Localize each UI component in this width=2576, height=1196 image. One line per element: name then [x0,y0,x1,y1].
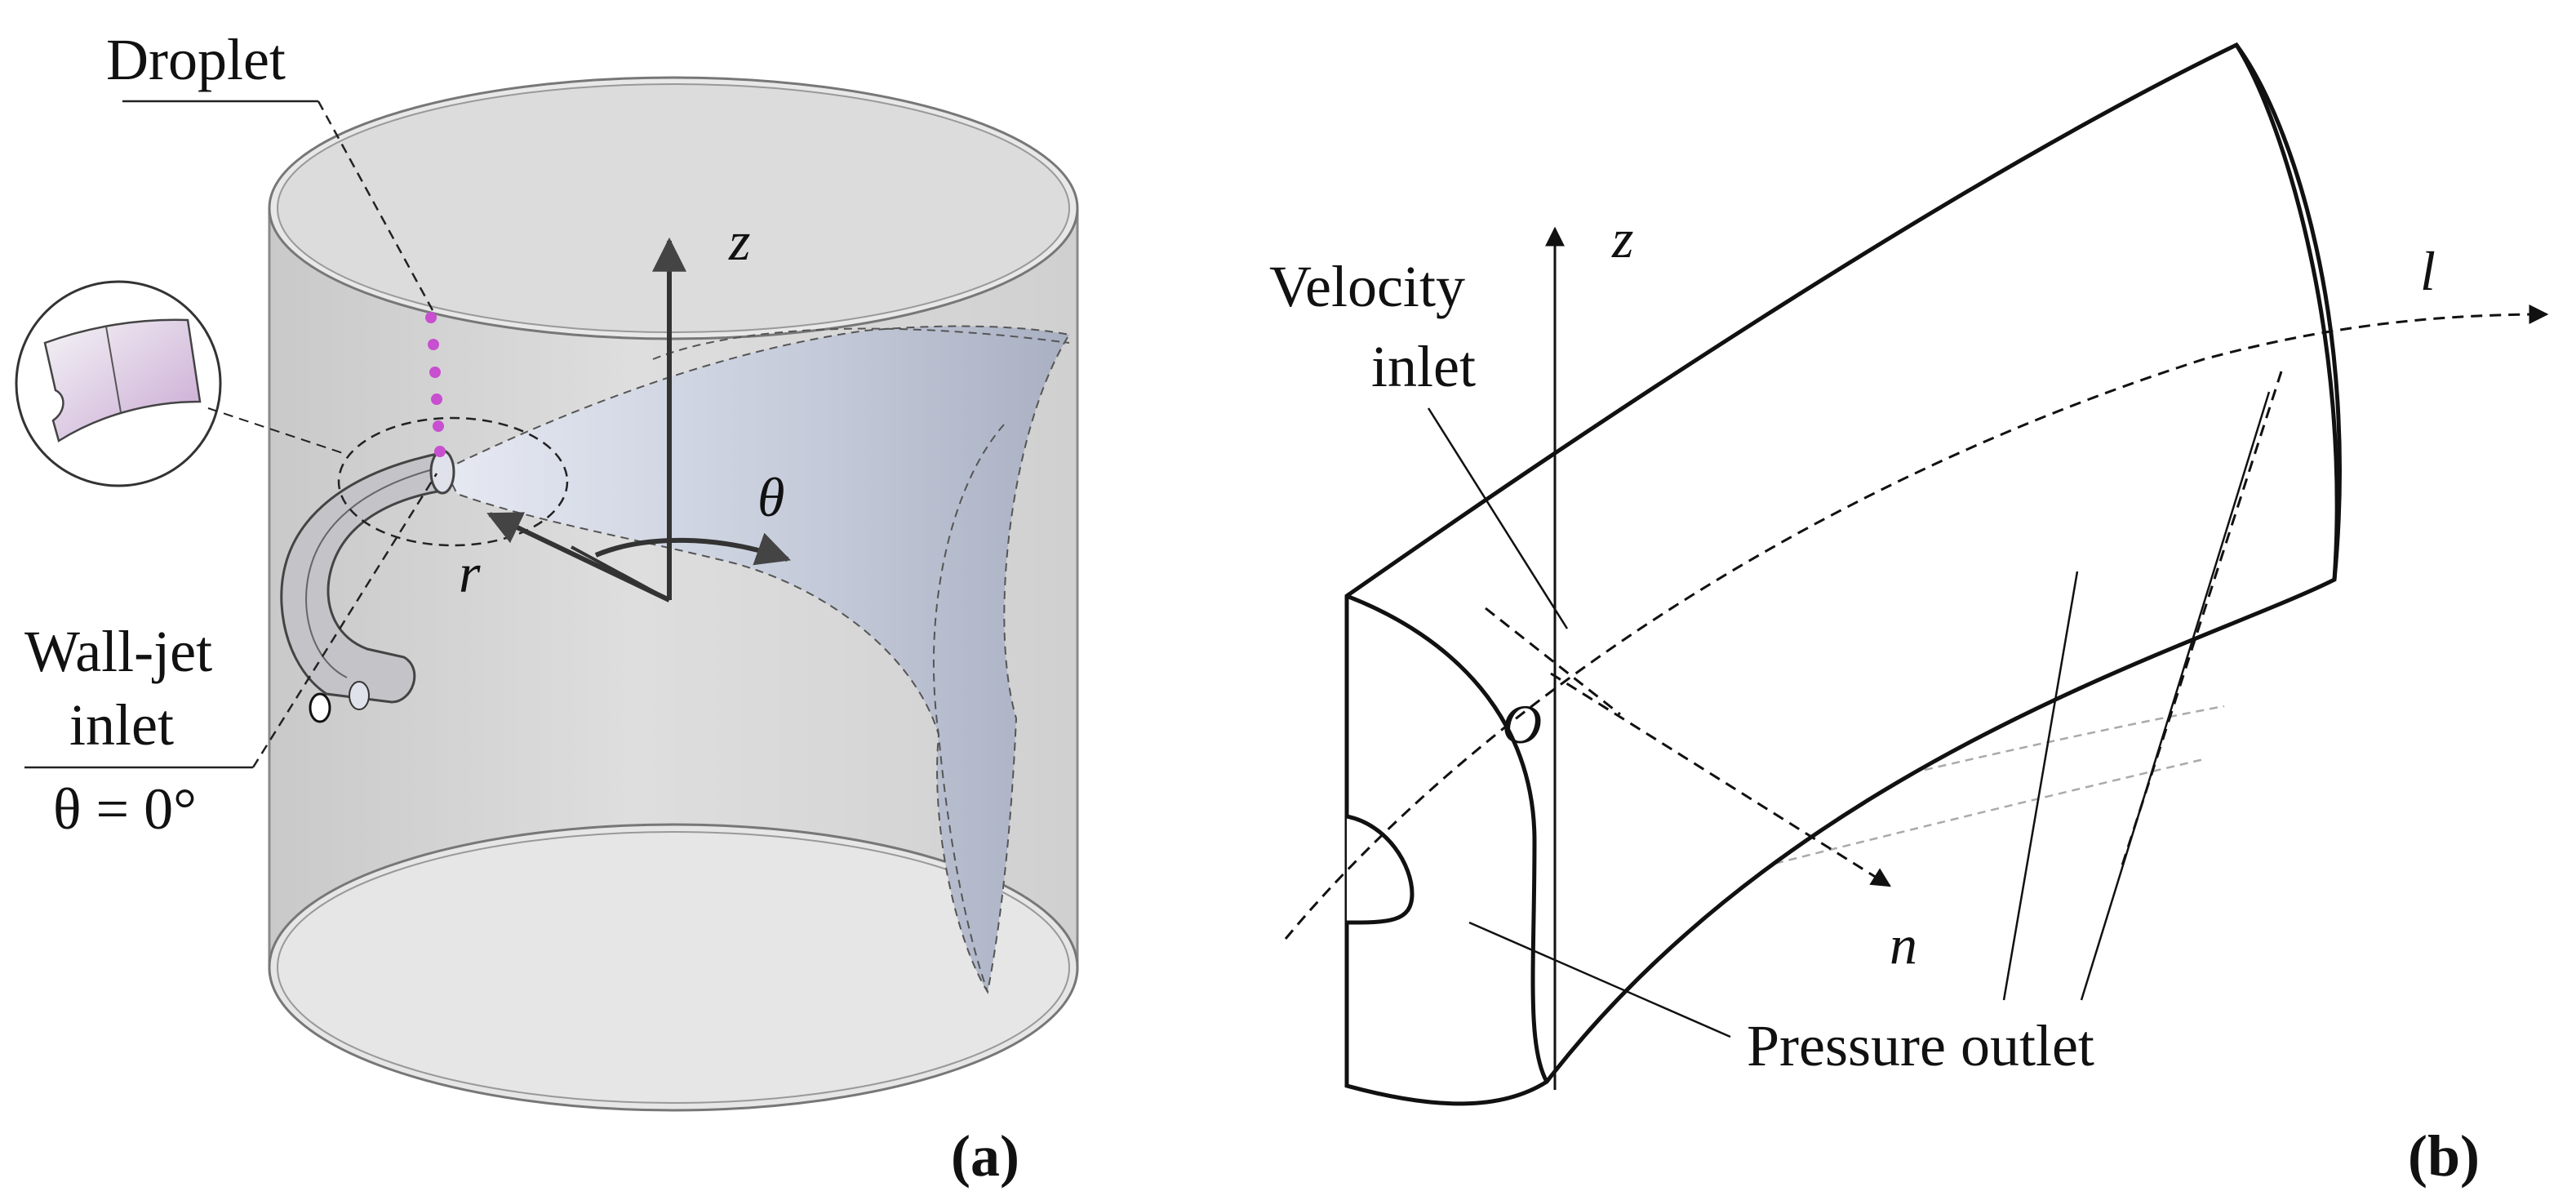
r-axis-arrow [486,512,671,602]
origin-label: O [1502,693,1542,755]
axis-n-label: n [1890,914,1917,976]
panel-b-tag: (b) [2408,1123,2480,1189]
axis-r-label: r [459,542,481,604]
droplet-dot [429,367,441,378]
panel-a: Droplet Wall-jet inlet θ = 0° z r θ (a) [15,27,1079,1189]
pressure-leader-2 [2002,571,2079,1001]
walljet-label-line1: Wall-jet [24,619,212,684]
velocity-label-line2: inlet [1371,334,1476,399]
wall-jet-sheet [443,325,1071,994]
theta-arc-arrow [594,532,791,566]
inlet-pipe-mouth [429,449,455,495]
droplet-dot [425,312,437,323]
theta-zero-label: θ = 0° [53,776,197,842]
cylinder-top-inner [277,83,1070,333]
droplet-dot [433,420,444,432]
inlet-highlight [337,416,569,547]
pipe-hole-1 [309,692,331,723]
inset-leader [207,407,344,454]
l-axis [1284,305,2549,940]
back-face [2234,43,2339,580]
pressure-leader-3 [2080,391,2271,1001]
axis-z-label-b: z [1611,207,1633,269]
droplet-label: Droplet [106,27,286,92]
panel-b: z l n O Velocity inlet Pressure outlet (… [1269,42,2549,1189]
axis-theta-label: θ [757,466,784,528]
droplet-leader [317,100,434,311]
inset-nozzle [43,318,202,442]
droplet-dot [431,393,442,405]
wall-jet-back-edge [932,424,1005,993]
front-face [1346,594,1549,1083]
droplet-dot [434,446,446,457]
cylinder-bottom [268,823,1079,1112]
velocity-label-line1: Velocity [1269,254,1465,319]
droplet-stream [425,312,446,457]
pipe-hole-2 [349,681,370,710]
droplet-dot [428,339,439,350]
panel-a-tag: (a) [951,1123,1019,1189]
r-axis-back [571,545,670,602]
pressure-leader-1 [1468,921,1731,1038]
velocity-leader [1427,407,1569,629]
cylinder-bottom-inner [277,831,1070,1104]
dashed-diagonal [1485,607,1621,716]
axis-z-label: z [728,210,750,272]
inset-seam [105,326,122,413]
axis-l-label: l [2420,240,2436,302]
front-notch [1346,814,1415,925]
n-axis [1550,672,1892,887]
walljet-leader [251,473,438,768]
segment-body [1344,42,2342,1106]
inlet-pipe [280,451,449,704]
walljet-label-line2: inlet [69,692,174,758]
pressure-outlet-label: Pressure outlet [1747,1013,2094,1078]
wall-jet-top-edge [652,327,1070,360]
